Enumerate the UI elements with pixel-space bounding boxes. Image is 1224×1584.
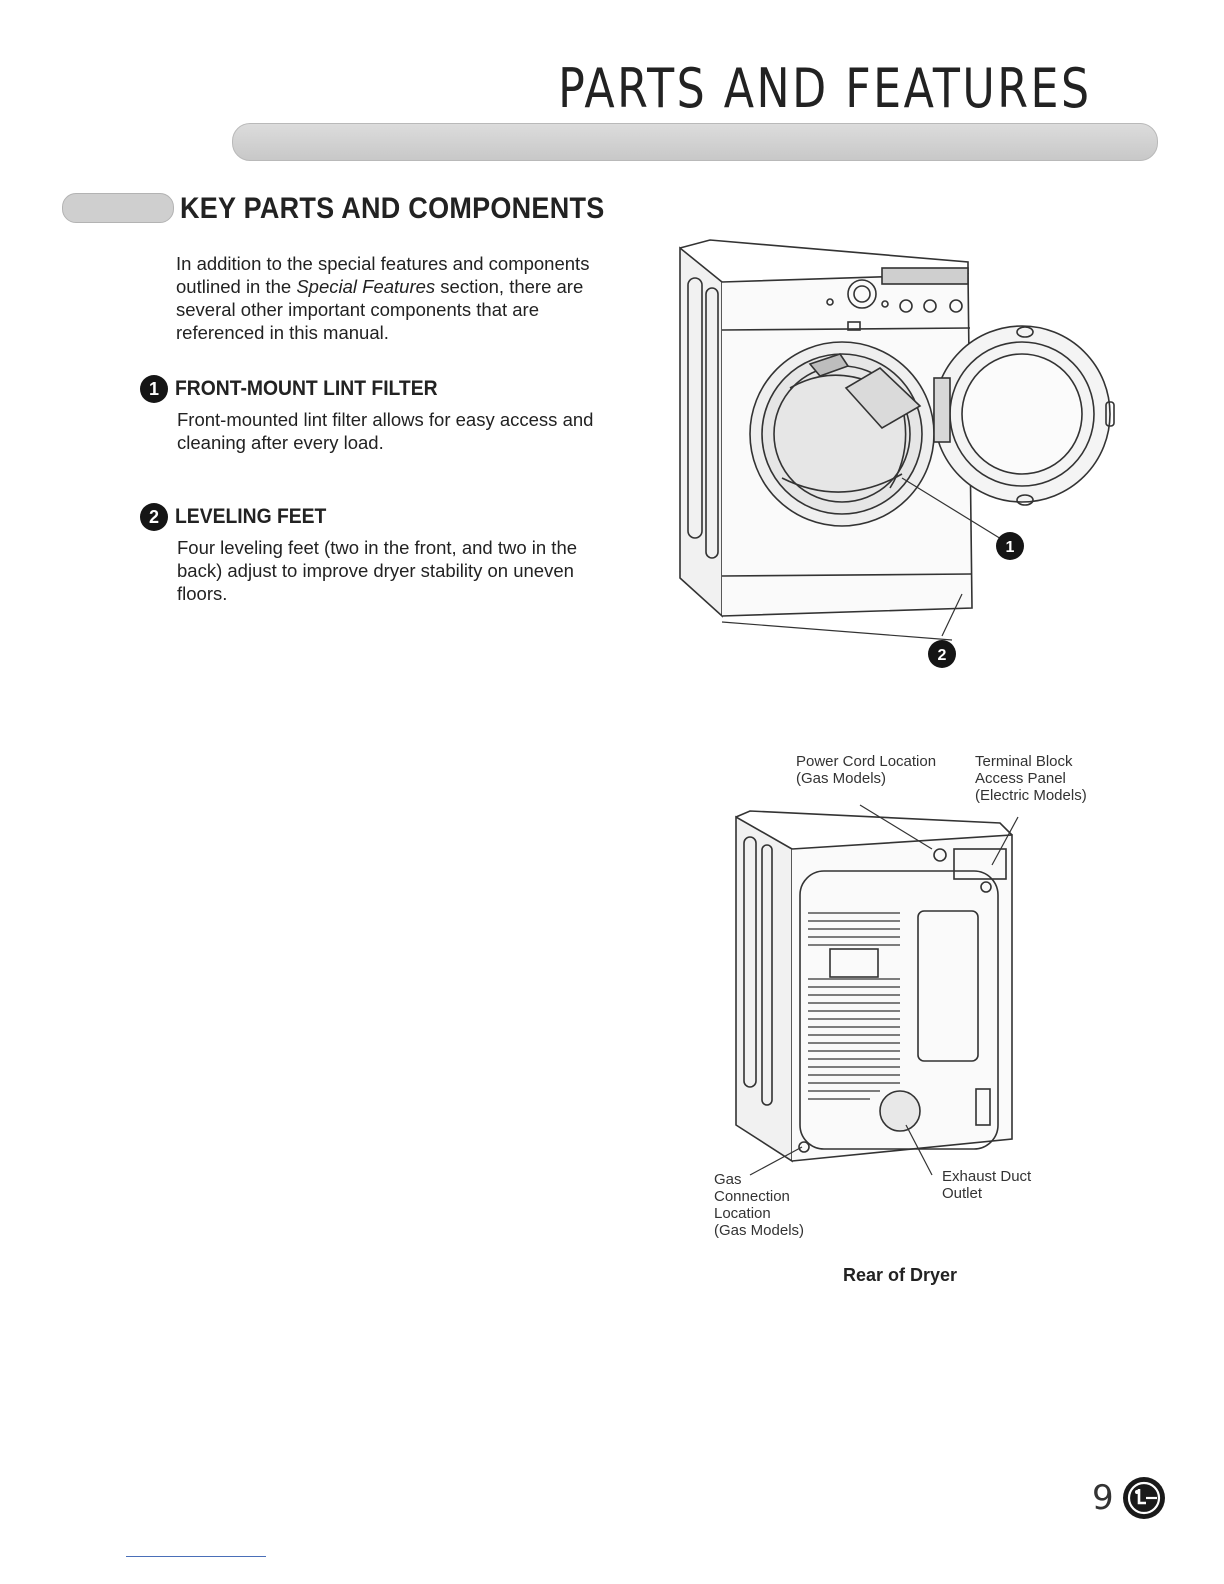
intro-text-start: In addition to the special features and … bbox=[176, 253, 590, 297]
feature-title: LEVELING FEET bbox=[175, 505, 327, 528]
title-bar-decoration bbox=[232, 123, 1158, 161]
section-pill-decoration bbox=[62, 193, 174, 223]
feature-leveling-feet: 2 LEVELING FEET Four leveling feet (two … bbox=[140, 503, 620, 605]
marker-1-label: 1 bbox=[1006, 539, 1015, 556]
intro-text-end: section, there are several other importa… bbox=[176, 276, 584, 343]
lg-logo-icon bbox=[1123, 1477, 1165, 1519]
feature-number-badge: 2 bbox=[140, 503, 168, 531]
callout-power-cord: Power Cord Location (Gas Models) bbox=[796, 753, 937, 787]
rear-figure-caption: Rear of Dryer bbox=[843, 1265, 958, 1285]
feature-title: FRONT-MOUNT LINT FILTER bbox=[175, 377, 438, 400]
dryer-rear-illustration bbox=[735, 804, 1019, 1176]
page-title: PARTS AND FEATURES bbox=[558, 57, 1092, 120]
feature-description: Front-mounted lint filter allows for eas… bbox=[177, 409, 594, 453]
dryer-front-illustration: 1 2 bbox=[679, 239, 1115, 668]
page-number: 9 bbox=[1092, 1478, 1114, 1518]
feature-number-badge: 1 bbox=[140, 375, 168, 403]
marker-2-label: 2 bbox=[938, 647, 947, 664]
callout-terminal-block: Terminal Block Access Panel (Electric Mo… bbox=[975, 753, 1087, 804]
section-title: KEY PARTS AND COMPONENTS bbox=[180, 192, 605, 225]
callout-gas-connection: Gas Connection Location (Gas Models) bbox=[714, 1171, 805, 1239]
intro-paragraph: In addition to the special features and … bbox=[176, 252, 616, 344]
footer-divider bbox=[126, 1556, 266, 1557]
intro-emphasis: Special Features bbox=[296, 276, 436, 297]
marker-1-badge bbox=[996, 532, 1024, 560]
callout-exhaust-duct: Exhaust Duct Outlet bbox=[942, 1168, 1032, 1202]
feature-lint-filter: 1 FRONT-MOUNT LINT FILTER Front-mounted … bbox=[140, 375, 620, 454]
marker-2-badge bbox=[928, 640, 956, 668]
feature-description: Four leveling feet (two in the front, an… bbox=[177, 537, 578, 604]
